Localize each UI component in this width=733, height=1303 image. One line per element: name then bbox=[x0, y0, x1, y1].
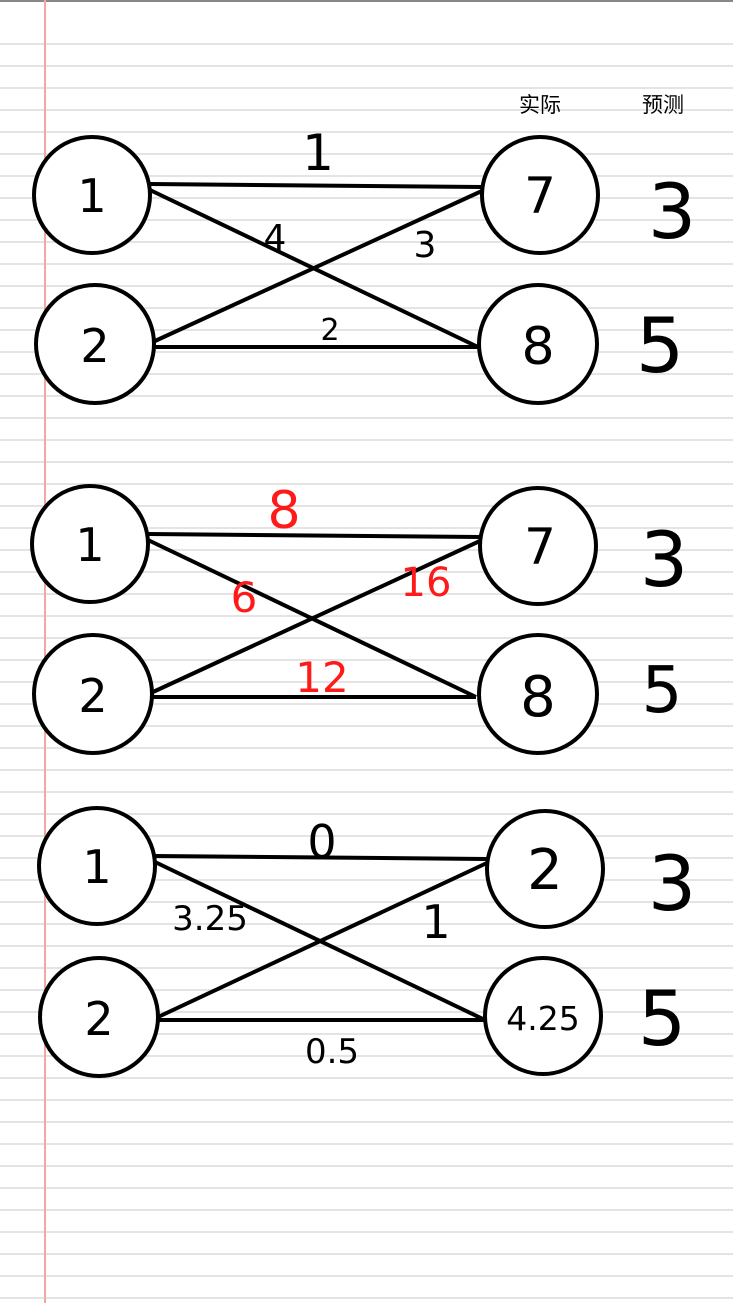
input-node-2-label: 2 bbox=[84, 992, 113, 1046]
weight-2-7: 1 bbox=[421, 895, 450, 949]
output-node-2 bbox=[483, 956, 603, 1076]
weight-2-8: 12 bbox=[295, 653, 348, 702]
input-node-1-label: 1 bbox=[82, 840, 111, 894]
weight-1-8: 4 bbox=[264, 218, 287, 259]
output-node-1-label: 7 bbox=[524, 518, 556, 576]
prediction-1: 3 bbox=[640, 515, 688, 604]
input-node-2 bbox=[32, 633, 154, 755]
input-node-1 bbox=[30, 484, 150, 604]
prediction-2: 5 bbox=[638, 974, 686, 1063]
output-node-2-label: 8 bbox=[520, 665, 556, 730]
output-node-2 bbox=[477, 633, 599, 755]
header-predicted: 预测 bbox=[642, 93, 684, 117]
edge-1-7 bbox=[147, 532, 481, 539]
edge-2-7 bbox=[157, 860, 490, 1019]
network-diagram-1: 1 2 7 8 1 4 3 2 3 5 bbox=[32, 124, 696, 405]
prediction-1: 3 bbox=[648, 167, 696, 256]
output-node-1 bbox=[478, 486, 598, 606]
output-node-1 bbox=[480, 135, 600, 255]
input-node-1 bbox=[37, 806, 157, 926]
network-diagram-2: 1 2 7 8 8 6 16 12 3 5 bbox=[30, 481, 688, 755]
network-diagram-3: 1 2 2 4.25 0 3.25 1 0.5 3 5 bbox=[37, 806, 696, 1078]
weight-2-7: 16 bbox=[401, 560, 452, 606]
prediction-1: 3 bbox=[648, 839, 696, 928]
header-actual: 实际 bbox=[519, 93, 561, 117]
input-node-2 bbox=[34, 283, 156, 405]
output-node-1-label: 7 bbox=[524, 167, 556, 225]
edge-1-7 bbox=[149, 182, 483, 189]
output-node-2-label: 4.25 bbox=[506, 999, 579, 1038]
prediction-2: 5 bbox=[642, 654, 683, 728]
weight-1-7: 0 bbox=[307, 815, 336, 869]
output-node-2 bbox=[477, 283, 599, 405]
edge-2-7 bbox=[152, 538, 483, 694]
edge-1-7 bbox=[154, 854, 488, 861]
input-node-1-label: 1 bbox=[75, 518, 104, 572]
weight-2-7: 3 bbox=[414, 225, 437, 266]
output-node-1 bbox=[485, 809, 605, 929]
input-node-2-label: 2 bbox=[80, 319, 109, 373]
weight-1-8: 3.25 bbox=[172, 899, 248, 939]
output-node-2-label: 8 bbox=[521, 317, 554, 377]
edge-2-7 bbox=[154, 188, 485, 343]
input-node-1-label: 1 bbox=[77, 169, 106, 223]
input-node-2 bbox=[38, 956, 160, 1078]
weight-2-8: 2 bbox=[320, 313, 339, 348]
output-node-1-label: 2 bbox=[527, 838, 563, 903]
input-node-1 bbox=[32, 135, 152, 255]
weight-2-8: 0.5 bbox=[305, 1032, 359, 1072]
weight-1-8: 6 bbox=[231, 573, 258, 622]
prediction-2: 5 bbox=[636, 301, 684, 390]
weight-1-7: 1 bbox=[302, 124, 334, 182]
input-node-2-label: 2 bbox=[78, 669, 107, 723]
weight-1-7: 8 bbox=[267, 481, 300, 541]
